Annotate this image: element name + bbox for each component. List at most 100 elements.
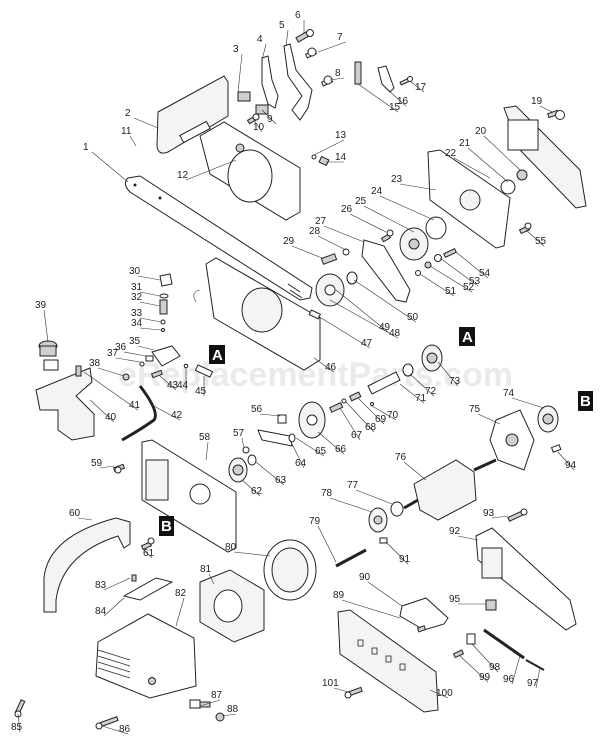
callout-8[interactable]: 8	[329, 68, 345, 81]
callout-43[interactable]: 43	[159, 375, 179, 391]
callout-number[interactable]: 42	[171, 410, 183, 421]
callout-74[interactable]: 74	[503, 388, 545, 409]
callout-number[interactable]: 44	[177, 380, 189, 391]
callout-45[interactable]: 45	[195, 376, 207, 397]
callout-25[interactable]: 25	[355, 196, 415, 233]
part-cord[interactable]	[525, 659, 545, 671]
callout-70[interactable]: 70	[371, 405, 399, 421]
callout-number[interactable]: 34	[131, 318, 143, 329]
callout-number[interactable]: 71	[415, 393, 427, 404]
callout-number[interactable]: 49	[379, 322, 391, 333]
part-clamp[interactable]	[466, 633, 476, 645]
part-washer[interactable]	[288, 433, 296, 443]
callout-number[interactable]: 52	[463, 282, 475, 293]
part-screw[interactable]	[75, 365, 82, 377]
part-washer[interactable]	[390, 501, 404, 517]
callout-56[interactable]: 56	[251, 404, 281, 417]
callout-number[interactable]: 90	[359, 572, 371, 583]
callout-39[interactable]: 39	[35, 300, 49, 343]
callout-81[interactable]: 81	[200, 564, 215, 585]
callout-61[interactable]: 61	[141, 547, 155, 559]
part-label-plate[interactable]	[122, 577, 174, 601]
callout-60[interactable]: 60	[69, 508, 93, 521]
callout-101[interactable]: 101	[322, 678, 349, 693]
callout-71[interactable]: 71	[399, 383, 427, 404]
callout-51[interactable]: 51	[419, 273, 457, 297]
part-long-bolt[interactable]	[335, 548, 367, 568]
callout-34[interactable]: 34	[131, 318, 162, 331]
callout-number[interactable]: 10	[253, 122, 265, 133]
part-ring[interactable]	[370, 402, 374, 406]
callout-69[interactable]: 69	[357, 397, 387, 425]
callout-33[interactable]: 33	[131, 308, 162, 323]
part-ring[interactable]	[415, 270, 421, 276]
callout-number[interactable]: 98	[489, 662, 501, 673]
callout-38[interactable]: 38	[89, 358, 125, 377]
callout-number[interactable]: 74	[503, 388, 515, 399]
part-screw[interactable]	[131, 574, 137, 582]
callout-65[interactable]: 65	[295, 437, 327, 457]
part-washer[interactable]	[402, 363, 414, 377]
part-spring[interactable]	[354, 61, 362, 85]
part-screw[interactable]	[150, 369, 164, 379]
callout-number[interactable]: 51	[445, 286, 457, 297]
callout-66[interactable]: 66	[317, 431, 347, 455]
part-oil-tank[interactable]	[35, 367, 95, 441]
callout-number[interactable]: 25	[355, 196, 367, 207]
part-screw[interactable]	[507, 508, 528, 522]
callout-50[interactable]: 50	[353, 279, 419, 323]
callout-44[interactable]: 44	[177, 368, 189, 391]
callout-73[interactable]: 73	[437, 361, 461, 387]
part-washer[interactable]	[247, 454, 257, 466]
callout-84[interactable]: 84	[95, 597, 125, 617]
callout-number[interactable]: 86	[119, 724, 131, 735]
part-nut[interactable]	[516, 169, 528, 181]
callout-number[interactable]: 5	[279, 20, 285, 31]
callout-97[interactable]: 97	[527, 667, 541, 689]
callout-number[interactable]: 17	[415, 82, 427, 93]
callout-52[interactable]: 52	[429, 265, 475, 293]
callout-number[interactable]: 88	[227, 704, 239, 715]
part-screw[interactable]	[443, 247, 457, 259]
callout-14[interactable]: 14	[326, 152, 347, 163]
part-plate[interactable]	[277, 414, 287, 424]
part-screw[interactable]	[304, 47, 318, 59]
part-block[interactable]	[485, 599, 497, 611]
part-screw[interactable]	[295, 29, 314, 43]
callout-100[interactable]: 100	[429, 688, 453, 699]
callout-88[interactable]: 88	[221, 704, 239, 717]
callout-number[interactable]: 45	[195, 386, 207, 397]
callout-number[interactable]: 89	[333, 590, 345, 601]
callout-number[interactable]: 76	[395, 452, 407, 463]
part-nut[interactable]	[424, 261, 432, 269]
part-spring[interactable]	[320, 253, 338, 265]
callout-91[interactable]: 91	[385, 541, 411, 565]
part-block[interactable]	[255, 104, 269, 115]
callout-number[interactable]: 97	[527, 678, 539, 689]
callout-number[interactable]: 75	[469, 404, 481, 415]
callout-number[interactable]: 4	[257, 34, 263, 45]
callout-28[interactable]: 28	[309, 226, 347, 251]
callout-number[interactable]: 23	[391, 174, 403, 185]
part-washer[interactable]	[425, 216, 447, 240]
callout-31[interactable]: 31	[131, 282, 161, 297]
callout-19[interactable]: 19	[531, 96, 553, 113]
callout-number[interactable]: 21	[459, 138, 471, 149]
callout-87[interactable]: 87	[199, 690, 223, 707]
callout-41[interactable]: 41	[83, 371, 141, 411]
callout-20[interactable]: 20	[475, 126, 521, 171]
callout-85[interactable]: 85	[11, 713, 23, 733]
callout-89[interactable]: 89	[333, 590, 401, 619]
callout-number[interactable]: 1	[83, 142, 89, 153]
callout-24[interactable]: 24	[371, 186, 435, 221]
part-o-ring[interactable]	[159, 293, 169, 299]
part-ring[interactable]	[342, 248, 350, 256]
callout-40[interactable]: 40	[89, 399, 117, 423]
callout-9[interactable]: 9	[261, 109, 277, 125]
part-screw[interactable]	[452, 649, 465, 659]
callout-number[interactable]: 11	[121, 126, 132, 137]
callout-number[interactable]: 16	[397, 96, 409, 107]
callout-10[interactable]: 10	[253, 119, 265, 133]
callout-number[interactable]: 9	[267, 114, 273, 125]
callout-90[interactable]: 90	[359, 572, 403, 607]
